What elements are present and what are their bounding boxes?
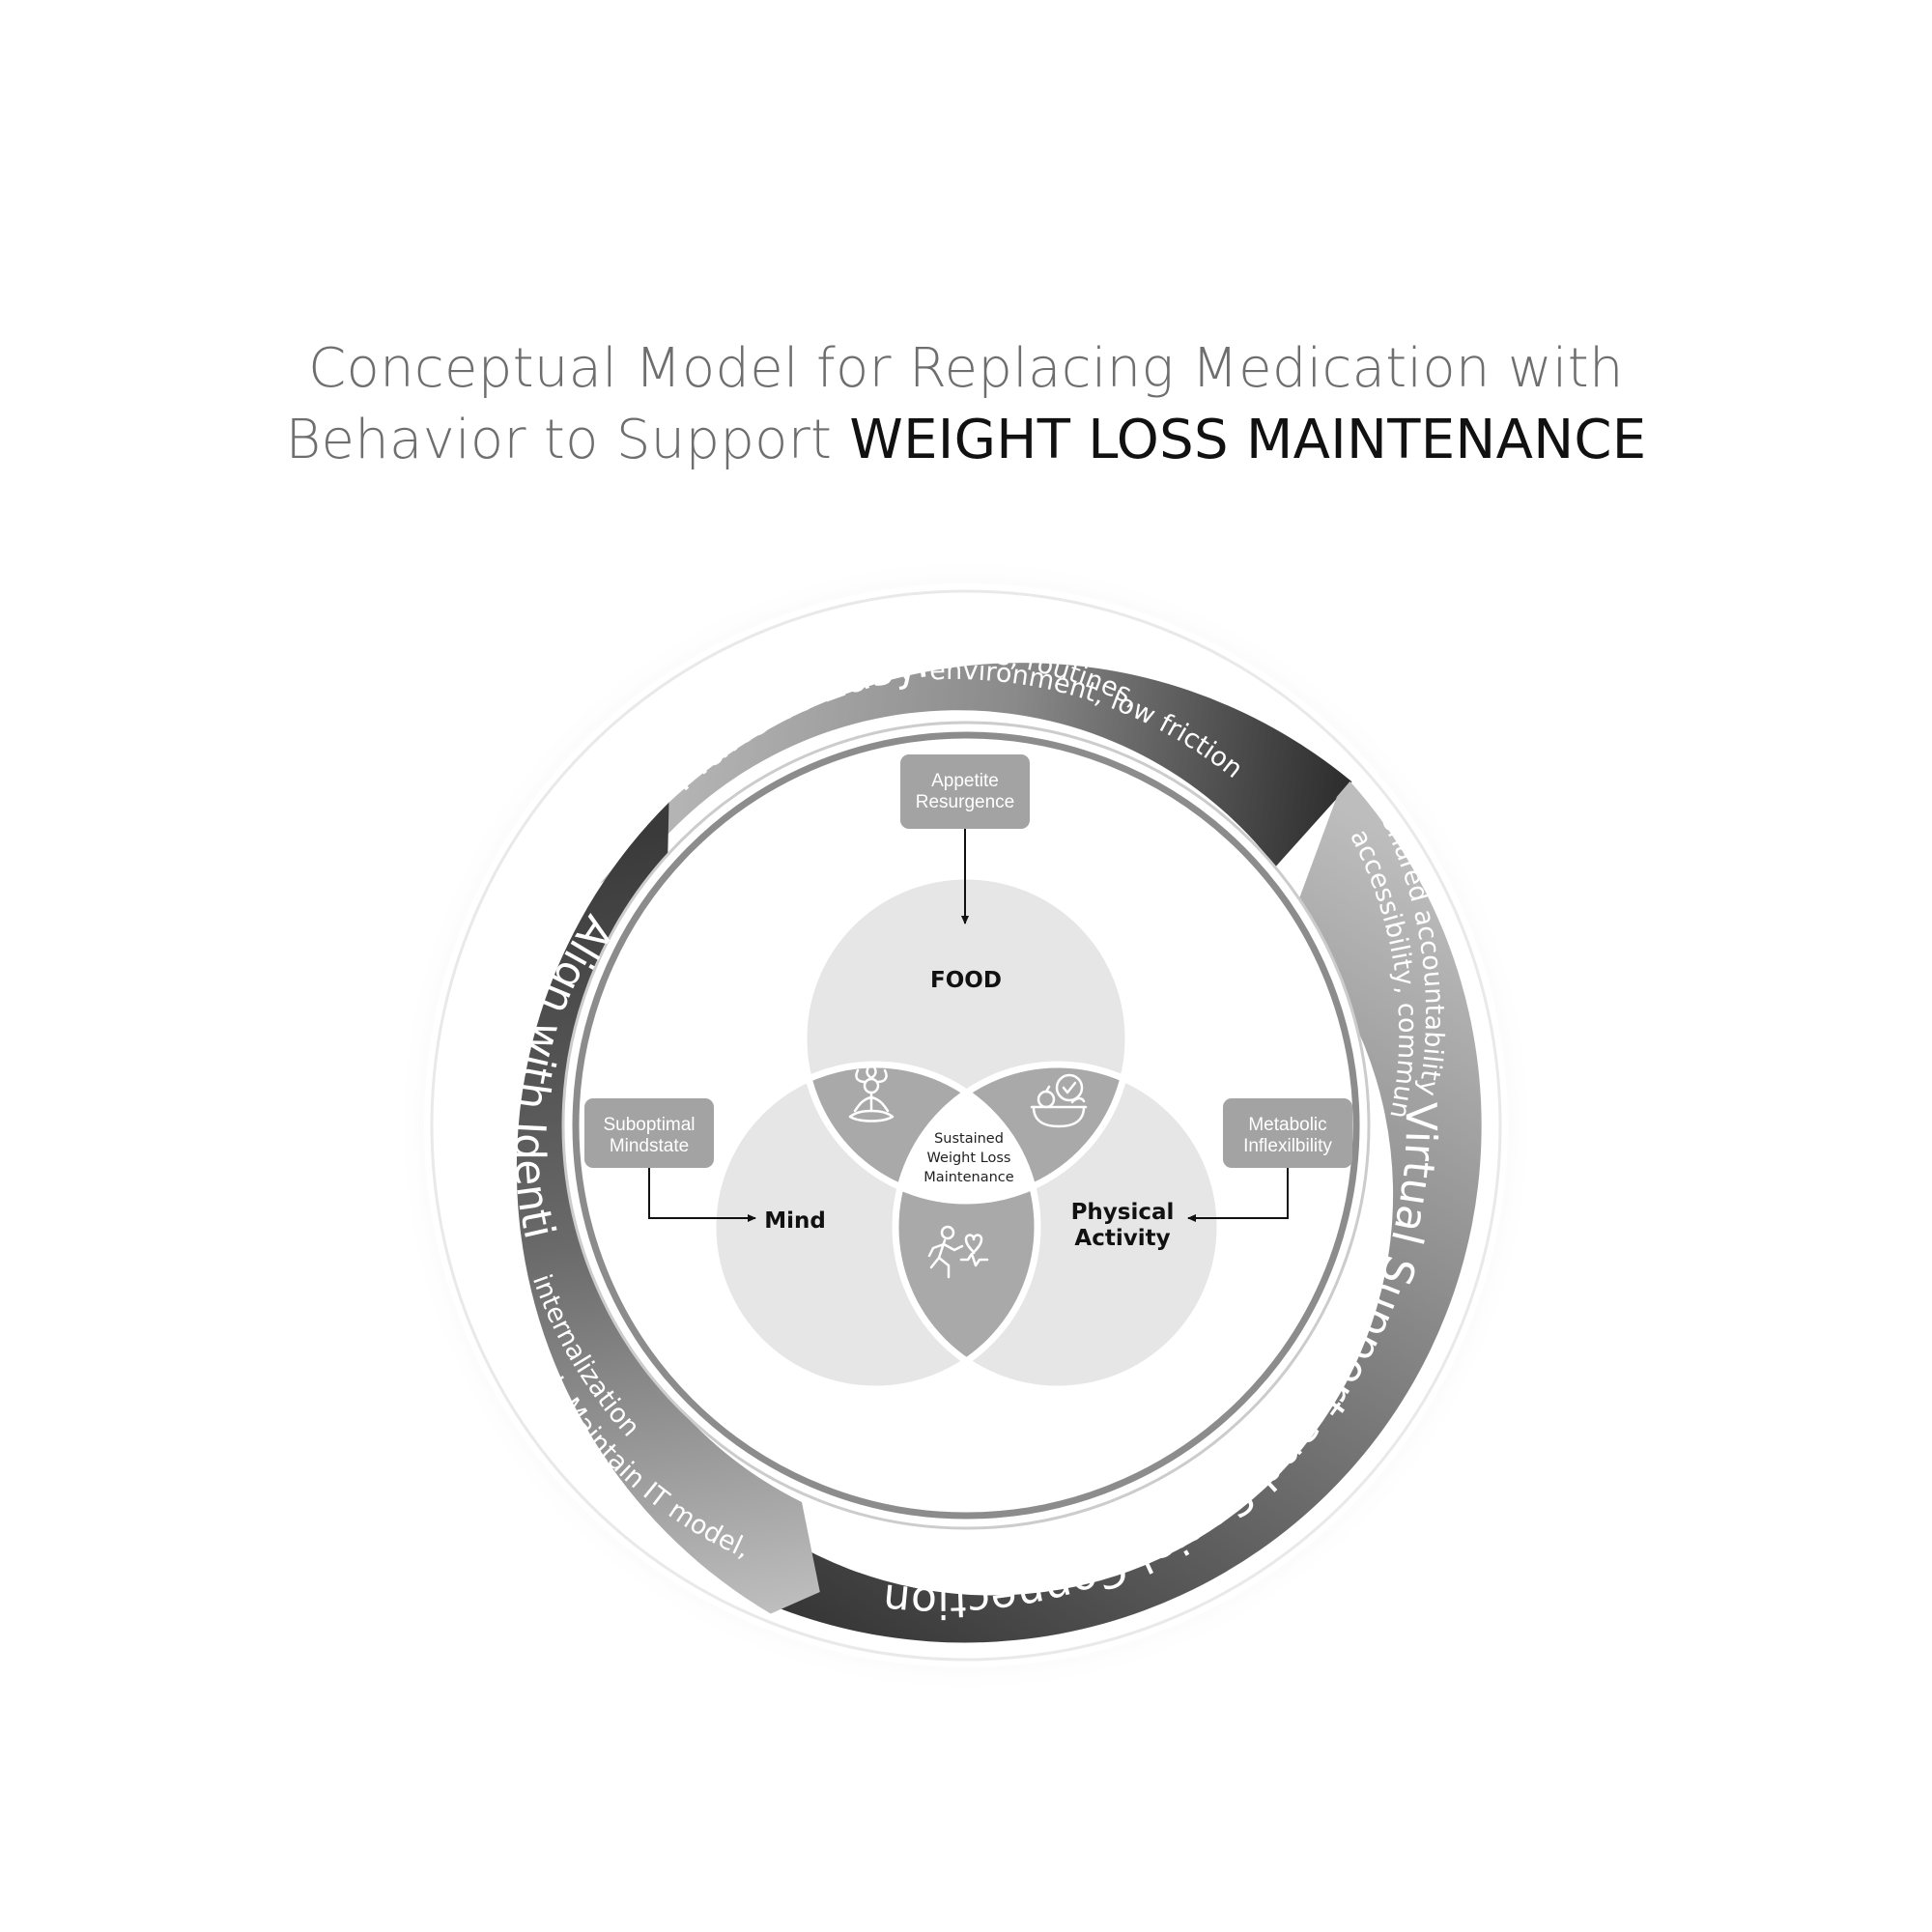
center-label-line-1: Sustained bbox=[934, 1131, 1004, 1147]
title-line-2: Behavior to Support WEIGHT LOSS MAINTENA… bbox=[0, 405, 1932, 476]
appetite-resurgence-box bbox=[900, 754, 1030, 829]
metabolic-to-physical-arrow bbox=[1187, 1168, 1289, 1222]
metabolic-label-line-2: Inflexilbility bbox=[1243, 1136, 1332, 1156]
outer-rim bbox=[430, 589, 1502, 1662]
title-line-2-prefix: Behavior to Support bbox=[285, 409, 850, 471]
title-emphasis: WEIGHT LOSS MAINTENANCE bbox=[849, 409, 1647, 471]
healthy-food-icon bbox=[1030, 1073, 1088, 1128]
appetite-label-line-1: Appetite bbox=[931, 771, 999, 791]
running-heart-icon bbox=[927, 1225, 989, 1279]
diagram-title: Conceptual Model for Replacing Medicatio… bbox=[0, 333, 1932, 476]
physical-activity-label-line-1: Physical bbox=[1071, 1200, 1175, 1225]
mind-label: Mind bbox=[764, 1208, 826, 1234]
physical-activity-label-line-2: Activity bbox=[1074, 1226, 1170, 1251]
ring-segment-virtual-support bbox=[759, 781, 1482, 1643]
metabolic-inflexibility-box bbox=[1223, 1098, 1352, 1168]
appetite-label-line-2: Resurgence bbox=[916, 792, 1014, 812]
center-label-line-3: Maintenance bbox=[923, 1170, 1013, 1185]
align-identity-heading: Align with Identity: bbox=[0, 0, 623, 1243]
metabolic-label-line-1: Metabolic bbox=[1248, 1115, 1326, 1135]
physical-circle-outline bbox=[892, 1061, 1224, 1393]
suboptimal-mindstate-box bbox=[584, 1098, 714, 1168]
center-label-line-2: Weight Loss bbox=[927, 1151, 1011, 1166]
title-line-1: Conceptual Model for Replacing Medicatio… bbox=[308, 337, 1624, 400]
mindstate-to-mind-arrow bbox=[648, 1168, 756, 1222]
mindstate-label-line-2: Mindstate bbox=[610, 1136, 689, 1156]
mind-circle-outline bbox=[709, 1061, 1041, 1393]
ring-segment-make-it-easy bbox=[599, 663, 1352, 885]
meditation-icon bbox=[848, 1061, 895, 1122]
food-label: FOOD bbox=[930, 968, 1002, 993]
mindstate-label-line-1: Suboptimal bbox=[603, 1115, 695, 1135]
overlap-center bbox=[895, 1065, 1037, 1201]
